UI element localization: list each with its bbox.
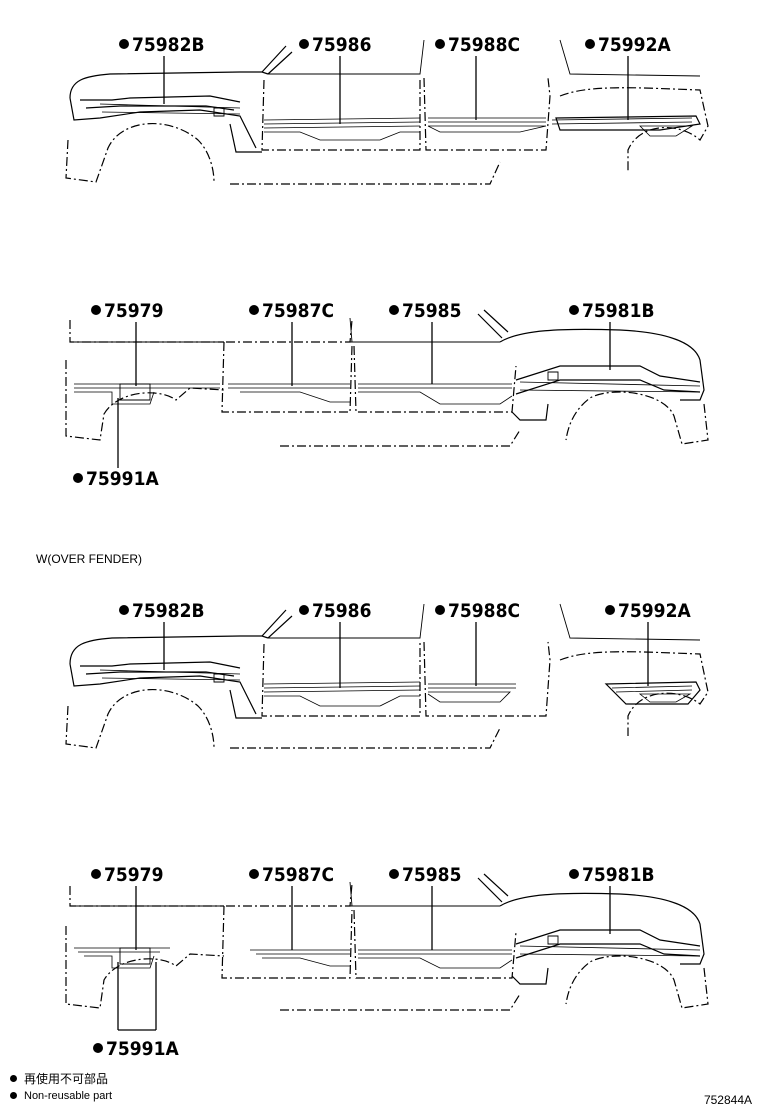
- non-reusable-dot: [299, 39, 309, 49]
- part-number-75987C: 75987C: [262, 864, 334, 886]
- bullet-icon: [10, 1075, 17, 1082]
- part-number-75985: 75985: [402, 864, 461, 886]
- vehicle-view-3: [65, 603, 709, 749]
- non-reusable-dot: [435, 39, 445, 49]
- non-reusable-dot: [605, 605, 615, 615]
- part-number-75985: 75985: [402, 300, 461, 322]
- figure-id: 752844A: [703, 1093, 752, 1107]
- non-reusable-dot: [73, 473, 83, 483]
- part-number-75981B: 75981B: [582, 300, 655, 322]
- non-reusable-dot: [569, 305, 579, 315]
- part-number-75979: 75979: [104, 864, 163, 886]
- part-number-75992A: 75992A: [598, 34, 671, 56]
- non-reusable-dot: [91, 305, 101, 315]
- vehicle-view-4: [65, 873, 709, 1011]
- section-caption: W(OVER FENDER): [36, 552, 142, 566]
- leaders-view-1: [163, 56, 629, 124]
- part-number-75986: 75986: [312, 600, 371, 622]
- non-reusable-dot: [299, 605, 309, 615]
- part-number-75986: 75986: [312, 34, 371, 56]
- non-reusable-dot: [389, 305, 399, 315]
- callouts-view-3: 75982B 75986 75988C 75992A: [119, 600, 691, 622]
- part-number-75991A: 75991A: [86, 468, 159, 490]
- non-reusable-dot: [119, 39, 129, 49]
- leaders-view-2: [117, 322, 611, 468]
- legend-text-japanese: 再使用不可部品: [24, 1072, 109, 1086]
- part-number-75987C: 75987C: [262, 300, 334, 322]
- non-reusable-dot: [249, 869, 259, 879]
- callouts-view-2: 75979 75987C 75985 75981B 75991A: [73, 300, 655, 490]
- leaders-view-3: [163, 622, 649, 688]
- vehicle-view-1: [65, 39, 709, 185]
- part-number-75981B: 75981B: [582, 864, 655, 886]
- part-number-75988C: 75988C: [448, 600, 520, 622]
- part-number-75991A: 75991A: [106, 1038, 179, 1060]
- non-reusable-dot: [389, 869, 399, 879]
- non-reusable-dot: [585, 39, 595, 49]
- legend: 再使用不可部品 Non-reusable part: [10, 1070, 112, 1104]
- part-number-75988C: 75988C: [448, 34, 520, 56]
- non-reusable-dot: [249, 305, 259, 315]
- legend-row-english: Non-reusable part: [10, 1087, 112, 1104]
- callouts-view-4: 75979 75987C 75985 75981B 75991A: [91, 864, 655, 1060]
- part-number-75992A: 75992A: [618, 600, 691, 622]
- bullet-icon: [10, 1092, 17, 1099]
- part-number-75982B: 75982B: [132, 600, 205, 622]
- non-reusable-dot: [435, 605, 445, 615]
- part-number-75979: 75979: [104, 300, 163, 322]
- callouts-view-1: 75982B 75986 75988C 75992A: [119, 34, 671, 56]
- non-reusable-dot: [91, 869, 101, 879]
- legend-text-english: Non-reusable part: [24, 1089, 113, 1102]
- non-reusable-dot: [119, 605, 129, 615]
- vehicle-view-2: [65, 309, 709, 447]
- leaders-view-4: [117, 886, 611, 1031]
- legend-row-japanese: 再使用不可部品: [10, 1070, 112, 1087]
- non-reusable-dot: [569, 869, 579, 879]
- non-reusable-dot: [93, 1043, 103, 1053]
- part-number-75982B: 75982B: [132, 34, 205, 56]
